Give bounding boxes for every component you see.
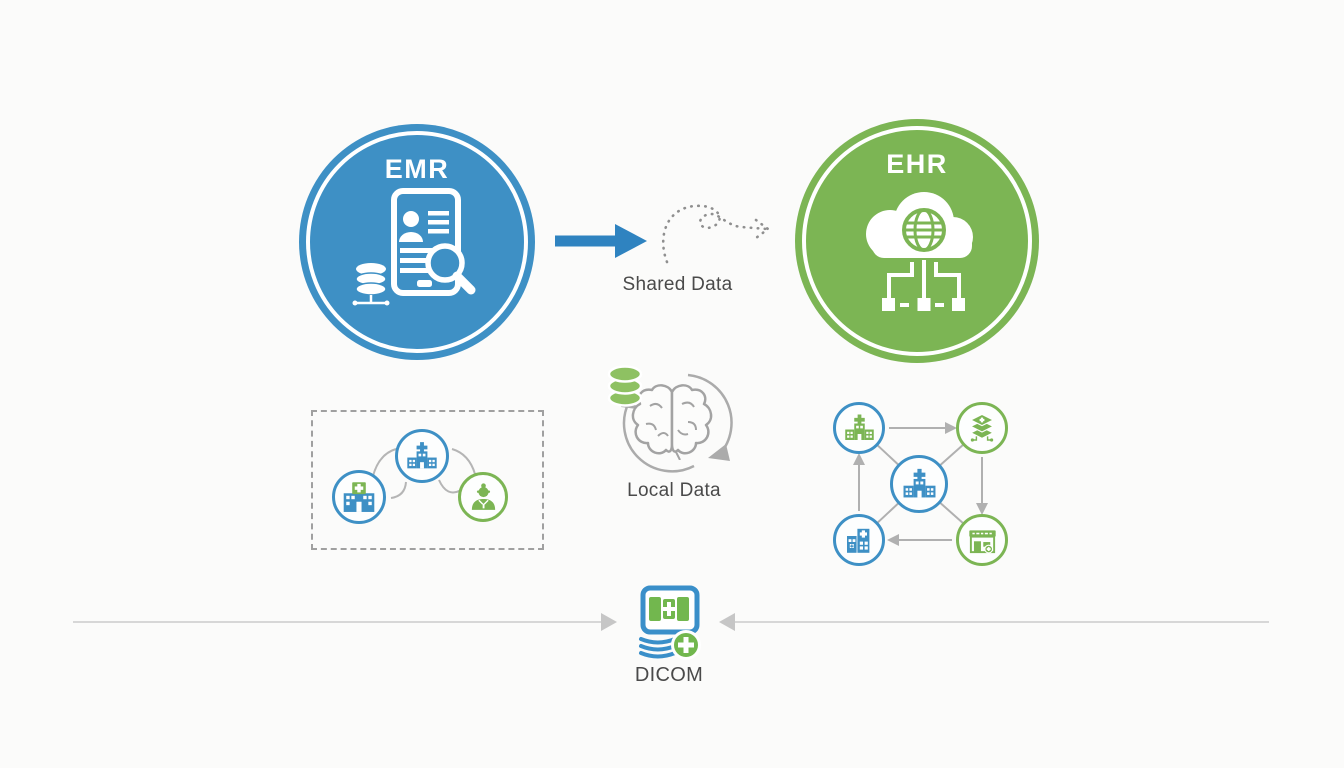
clinic-icon [342, 481, 376, 514]
emr-to-ehr-arrow [555, 224, 647, 258]
pharmacy-store-icon [966, 525, 999, 556]
cloud-globe-network-icon [866, 192, 973, 311]
divider-line-left [73, 621, 601, 623]
arrow-left-icon [719, 613, 735, 631]
hospital-green-icon [843, 413, 876, 443]
emr-label: EMR [384, 154, 450, 184]
ehr-label: EHR [886, 149, 948, 179]
buildings-node [833, 514, 885, 566]
emr-node: EMR [299, 124, 535, 360]
dicom-file-icon [639, 585, 701, 660]
buildings-icon [843, 524, 875, 556]
clinic-node [332, 470, 386, 524]
brain-icon [631, 384, 713, 460]
data-layers-icon [966, 411, 998, 445]
local-exchange-cluster [311, 410, 544, 550]
shared-data-label: Shared Data [622, 274, 733, 295]
shared-data-dotted-arrow [662, 204, 771, 264]
database-icon [352, 263, 390, 306]
arrow-right-icon [601, 613, 617, 631]
add-badge-icon [671, 630, 701, 660]
hospital-blue-icon [901, 467, 938, 501]
hospital-node [395, 429, 449, 483]
dicom-label: DICOM [634, 664, 704, 686]
ehr-node: EHR [795, 119, 1039, 363]
local-data-label: Local Data [627, 480, 721, 501]
tablet-medical-record-search-icon [352, 188, 476, 306]
hospital-icon [405, 440, 439, 472]
data-layers-node [956, 402, 1008, 454]
divider-line-right [735, 621, 1269, 623]
clinician-icon [468, 482, 499, 513]
network-hospital-green-node [833, 402, 885, 454]
network-hospital-blue-node [890, 455, 948, 513]
pharmacy-store-node [956, 514, 1008, 566]
database-icon [607, 365, 643, 407]
clinician-node [458, 472, 508, 522]
